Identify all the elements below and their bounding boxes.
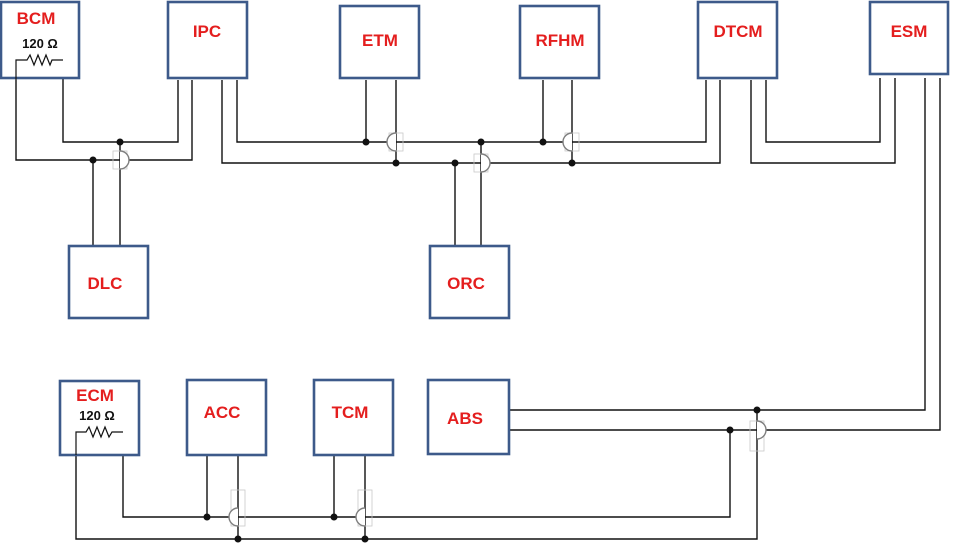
crossover-etm	[386, 132, 404, 152]
module-orc-label: ORC	[447, 274, 485, 293]
module-ecm-label: ECM	[76, 386, 114, 405]
crossover-abs	[749, 420, 767, 452]
wire-crossovers	[112, 132, 767, 527]
module-tcm-label: TCM	[332, 403, 369, 422]
module-dlc-label: DLC	[88, 274, 123, 293]
module-ecm: ECM 120 Ω	[58, 379, 141, 457]
module-abs: ABS	[426, 378, 511, 456]
junction-dots	[89, 138, 761, 543]
crossover-dlc	[112, 150, 130, 170]
ecm-resistor-icon	[75, 425, 123, 455]
ecm-terminator-label: 120 Ω	[79, 408, 115, 423]
module-ipc-label: IPC	[193, 22, 221, 41]
module-bcm: BCM 120 Ω	[0, 0, 81, 80]
module-dtcm: DTCM	[696, 0, 779, 80]
module-acc: ACC	[185, 378, 268, 457]
bcm-resistor-icon	[15, 53, 63, 80]
module-dlc: DLC	[67, 244, 150, 320]
module-dtcm-label: DTCM	[713, 22, 762, 41]
module-etm: ETM	[338, 4, 421, 80]
module-acc-label: ACC	[204, 403, 241, 422]
module-rfhm-label: RFHM	[535, 31, 584, 50]
module-esm-label: ESM	[891, 22, 928, 41]
crossover-tcm	[355, 489, 373, 527]
crossover-rfhm	[562, 132, 580, 152]
module-bcm-label: BCM	[17, 9, 56, 28]
module-ipc: IPC	[166, 0, 249, 80]
module-esm: ESM	[868, 0, 950, 76]
module-abs-label: ABS	[447, 409, 483, 428]
module-etm-label: ETM	[362, 31, 398, 50]
module-tcm: TCM	[312, 378, 395, 457]
crossover-orc	[473, 153, 491, 173]
crossover-acc	[228, 489, 246, 527]
bcm-terminator-label: 120 Ω	[22, 36, 58, 51]
module-orc: ORC	[428, 244, 511, 320]
module-rfhm: RFHM	[518, 4, 601, 80]
